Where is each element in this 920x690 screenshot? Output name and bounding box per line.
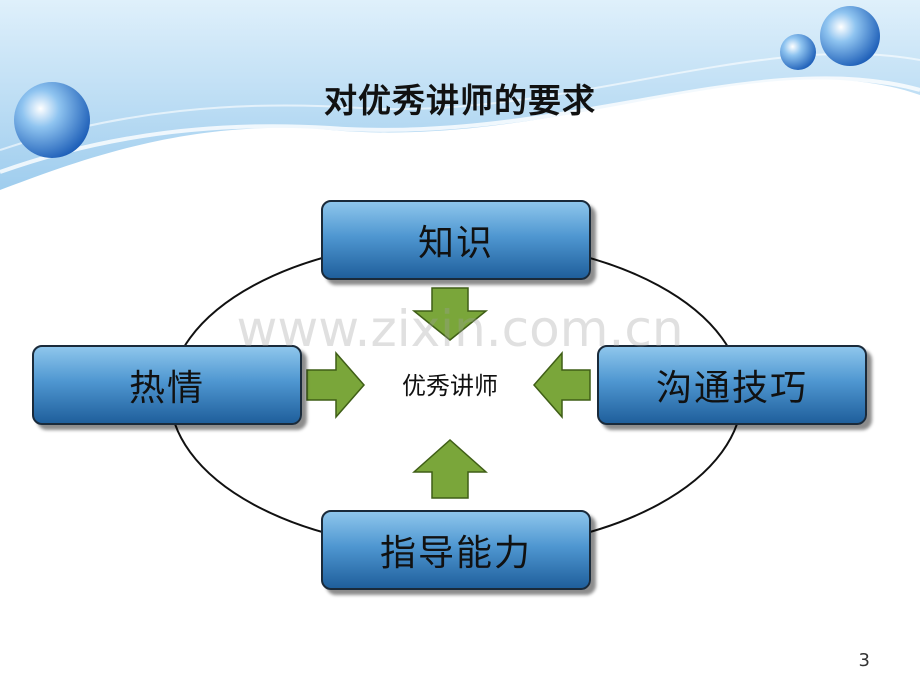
arrow-from-bottom [412, 438, 488, 499]
slide-title: 对优秀讲师的要求 [324, 81, 596, 120]
arrow-from-left [306, 351, 365, 419]
bubble-top-right [820, 6, 880, 66]
node-coaching-ability: 指导能力 [321, 510, 591, 590]
page-number: 3 [858, 650, 870, 671]
bubble-large-left [14, 82, 90, 158]
watermark: www.zixin.com.cn [236, 300, 684, 358]
node-communication-skills: 沟通技巧 [597, 345, 867, 425]
header-band [0, 0, 920, 190]
header-decoration [0, 0, 920, 190]
node-knowledge: 知识 [321, 200, 591, 280]
center-label: 优秀讲师 [402, 372, 498, 400]
bubble-small-right [780, 34, 816, 70]
node-passion: 热情 [32, 345, 302, 425]
header-wave-line-2 [0, 52, 920, 151]
arrow-from-top [411, 287, 489, 341]
arrow-from-right [533, 351, 591, 419]
header-wave-line [0, 76, 920, 174]
